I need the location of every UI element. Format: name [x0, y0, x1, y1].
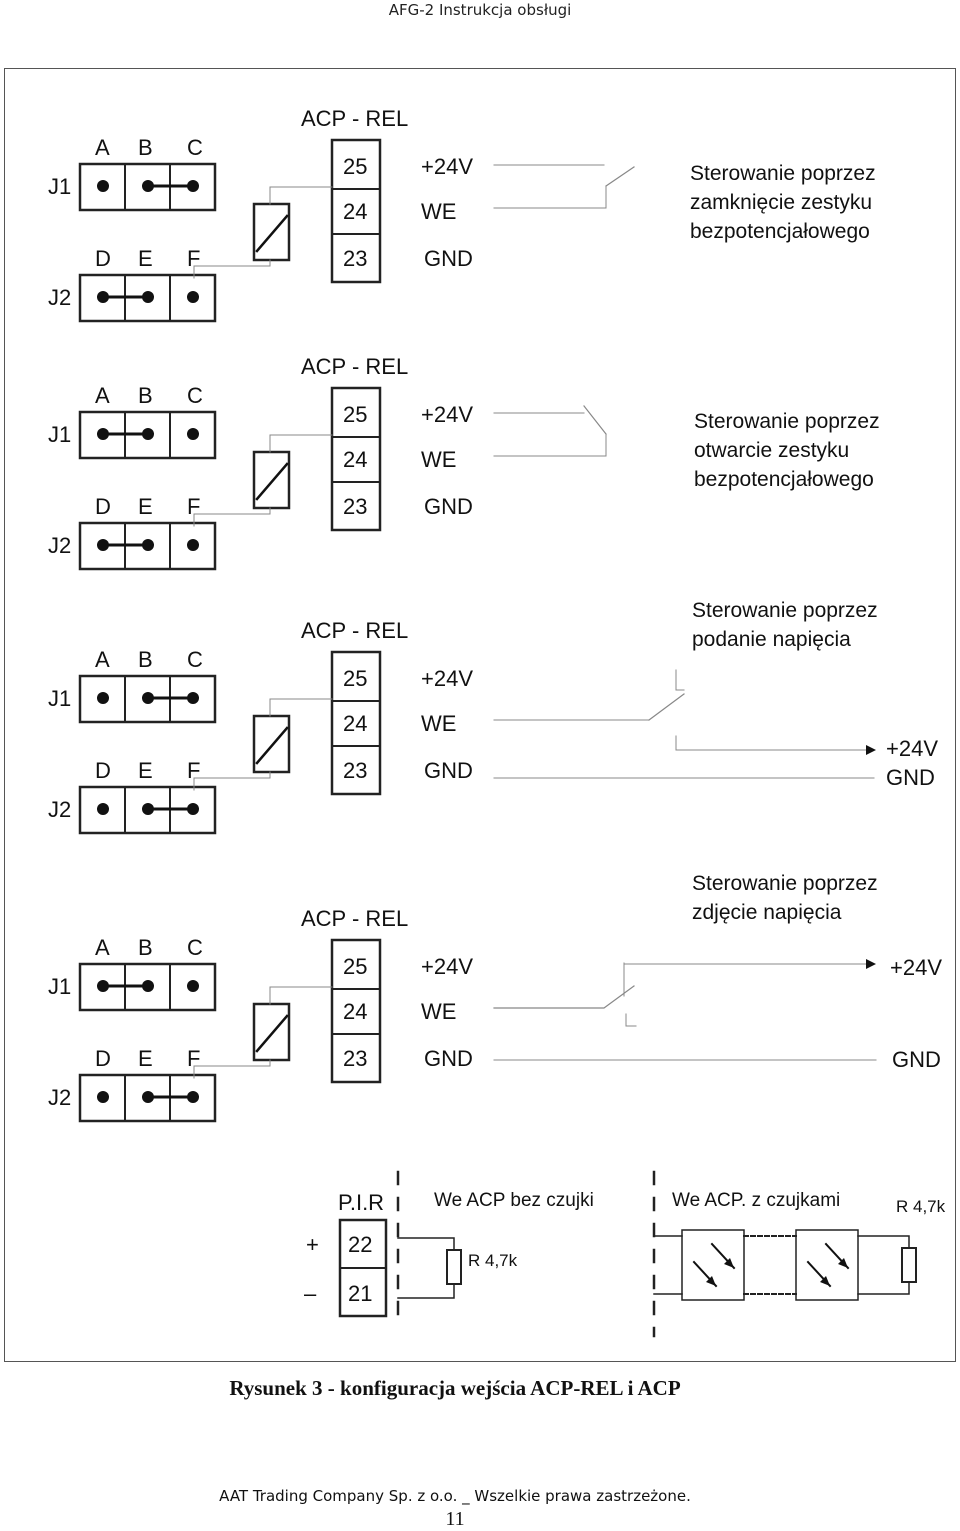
panel-2-desc-1: Sterowanie poprzez: [694, 410, 880, 433]
pin-b: B: [138, 383, 153, 408]
j1-label: J1: [48, 974, 71, 999]
panel-4-label-gnd: GND: [892, 1047, 941, 1072]
panel-2-desc-2: otwarcie zestyku: [694, 439, 849, 462]
pin-f: F: [187, 1046, 200, 1071]
pin-c: C: [187, 647, 203, 672]
j1-label: J1: [48, 422, 71, 447]
j2-label: J2: [48, 533, 71, 558]
signal-gnd: GND: [424, 494, 473, 519]
j1-label: J1: [48, 686, 71, 711]
panel-4: J1 J2 A B C D E F ACP - REL 25 24 23 +24…: [48, 872, 942, 1123]
panel-1-desc-3: bezpotencjałowego: [690, 220, 870, 243]
panel-1: J1 J2 A B C D E F ACP - REL 25 24 23 +24…: [48, 106, 876, 323]
panel-2-desc-3: bezpotencjałowego: [694, 468, 874, 491]
pin-d: D: [95, 758, 111, 783]
terminal-23: 23: [343, 1046, 367, 1071]
pin-b: B: [138, 647, 153, 672]
pin-e: E: [138, 246, 153, 271]
pin-f: F: [187, 758, 200, 783]
pin-a: A: [95, 935, 110, 960]
panel-3: J1 J2 A B C D E F ACP - REL 25 24 23 +24…: [48, 599, 938, 835]
terminal-25: 25: [343, 666, 367, 691]
signal-gnd: GND: [424, 1046, 473, 1071]
pin-f: F: [187, 246, 200, 271]
panel-3-desc-1: Sterowanie poprzez: [692, 599, 878, 622]
panel-1-desc-2: zamknięcie zestyku: [690, 191, 872, 214]
pin-a: A: [95, 647, 110, 672]
terminal-24: 24: [343, 711, 367, 736]
terminal-23: 23: [343, 246, 367, 271]
signal-24v: +24V: [421, 402, 473, 427]
page-header: AFG-2 Instrukcja obsługi: [388, 1, 572, 19]
panel-4-label-24v: +24V: [890, 955, 942, 980]
signal-24v: +24V: [421, 954, 473, 979]
module-label: ACP - REL: [301, 354, 408, 379]
pir-title: P.I.R: [338, 1190, 384, 1215]
terminal-24: 24: [343, 999, 367, 1024]
pin-d: D: [95, 494, 111, 519]
resistor-label: R 4,7k: [468, 1251, 518, 1270]
terminal-22: 22: [348, 1232, 372, 1257]
pin-e: E: [138, 1046, 153, 1071]
figure-frame: [4, 68, 956, 1362]
pin-f: F: [187, 494, 200, 519]
pir-plus: +: [306, 1232, 319, 1257]
pin-e: E: [138, 494, 153, 519]
with-sensors-label: We ACP. z czujkami: [672, 1190, 840, 1211]
sensor-1-icon: [681, 1229, 745, 1301]
terminal-23: 23: [343, 494, 367, 519]
j2-label: J2: [48, 797, 71, 822]
pin-c: C: [187, 935, 203, 960]
signal-gnd: GND: [424, 758, 473, 783]
signal-24v: +24V: [421, 666, 473, 691]
signal-24v: +24V: [421, 154, 473, 179]
j2-label: J2: [48, 285, 71, 310]
page-footer: AAT Trading Company Sp. z o.o. _ Wszelki…: [219, 1487, 691, 1505]
terminal-23: 23: [343, 758, 367, 783]
panel-4-desc-2: zdjęcie napięcia: [692, 901, 842, 924]
pir-minus: –: [304, 1281, 317, 1306]
panel-1-desc-1: Sterowanie poprzez: [690, 162, 876, 185]
signal-we: WE: [421, 447, 456, 472]
panel-2: J1 J2 A B C D E F ACP - REL 25 24 23 +24…: [48, 354, 880, 571]
pir-section: P.I.R + – 22 21 We ACP bez czujki We ACP…: [304, 1170, 946, 1338]
panel-4-desc-1: Sterowanie poprzez: [692, 872, 878, 895]
pin-d: D: [95, 246, 111, 271]
pin-a: A: [95, 135, 110, 160]
module-label: ACP - REL: [301, 106, 408, 131]
no-sensor-label: We ACP bez czujki: [434, 1190, 594, 1211]
pin-a: A: [95, 383, 110, 408]
sensor-2-icon: [795, 1229, 859, 1301]
panel-3-label-gnd: GND: [886, 765, 935, 790]
pin-c: C: [187, 135, 203, 160]
terminal-24: 24: [343, 447, 367, 472]
signal-gnd: GND: [424, 246, 473, 271]
terminal-25: 25: [343, 154, 367, 179]
module-label: ACP - REL: [301, 618, 408, 643]
terminal-25: 25: [343, 954, 367, 979]
wiring-diagram: J1 J2 A B C D E F ACP - REL 25 24 23 +24…: [48, 106, 946, 1338]
terminal-21: 21: [348, 1281, 372, 1306]
page-number: 11: [445, 1508, 465, 1530]
pin-d: D: [95, 1046, 111, 1071]
pin-b: B: [138, 935, 153, 960]
panel-3-label-24v: +24V: [886, 736, 938, 761]
pin-e: E: [138, 758, 153, 783]
pin-c: C: [187, 383, 203, 408]
signal-we: WE: [421, 711, 456, 736]
module-label: ACP - REL: [301, 906, 408, 931]
pin-b: B: [138, 135, 153, 160]
signal-we: WE: [421, 199, 456, 224]
resistor-label-2: R 4,7k: [896, 1197, 946, 1216]
terminal-25: 25: [343, 402, 367, 427]
signal-we: WE: [421, 999, 456, 1024]
figure-caption: Rysunek 3 - konfiguracja wejścia ACP-REL…: [229, 1376, 681, 1400]
panel-3-desc-2: podanie napięcia: [692, 628, 851, 651]
j2-label: J2: [48, 1085, 71, 1110]
terminal-24: 24: [343, 199, 367, 224]
j1-label: J1: [48, 174, 71, 199]
